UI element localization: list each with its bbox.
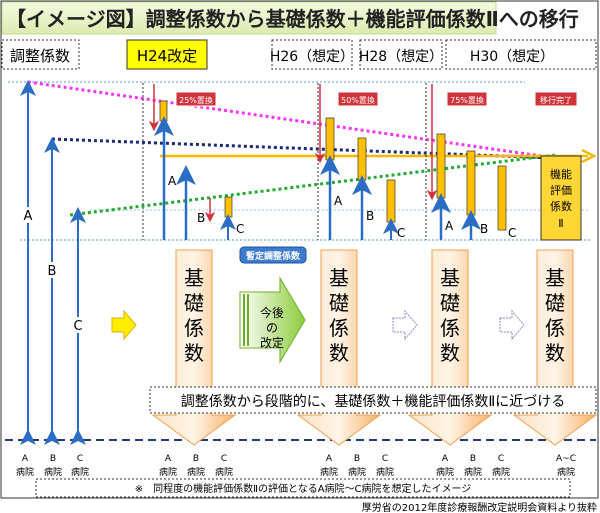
badge-complete: 移行完了: [540, 95, 572, 105]
svg-text:C: C: [397, 226, 405, 240]
svg-text:病院: 病院: [464, 466, 482, 478]
replacement-badges: 25%置換 50%置換 75%置換 移行完了: [175, 91, 578, 107]
svg-text:機能: 機能: [550, 167, 572, 181]
header-h30: H30（想定）: [470, 49, 554, 65]
badge-25: 25%置換: [179, 95, 213, 105]
header-h28: H28（想定）: [359, 49, 443, 65]
a-trend-line: [27, 80, 556, 160]
svg-text:C: C: [508, 226, 516, 240]
future-revision-label: 今後: [260, 305, 284, 320]
svg-text:C: C: [382, 454, 388, 464]
svg-text:基: 基: [545, 266, 565, 290]
svg-text:C: C: [221, 454, 227, 464]
svg-text:係数: 係数: [550, 200, 572, 213]
svg-text:B: B: [366, 209, 374, 223]
svg-text:基: 基: [440, 266, 460, 290]
svg-text:病院: 病院: [159, 466, 177, 478]
hospital-labels: A病院 B病院 C病院 A病院 B病院 C病院 A病院 B病院 C病院 A病院 …: [16, 454, 576, 478]
svg-text:病院: 病院: [348, 466, 366, 478]
svg-text:病院: 病院: [376, 466, 394, 478]
svg-text:B: B: [470, 454, 476, 464]
svg-text:C: C: [73, 319, 82, 334]
svg-text:改定: 改定: [260, 335, 284, 350]
svg-text:A: A: [445, 219, 454, 233]
svg-text:B: B: [354, 454, 360, 464]
svg-text:病院: 病院: [320, 466, 338, 478]
svg-text:B: B: [197, 211, 205, 225]
dotted-arrow-icon: [392, 309, 418, 341]
svg-text:病院: 病院: [187, 466, 205, 478]
svg-text:A~C: A~C: [556, 454, 576, 464]
svg-text:数: 数: [440, 341, 460, 365]
page-title: 【イメージ図】調整係数から基礎係数＋機能評価係数Ⅱへの移行: [6, 7, 579, 31]
svg-text:基: 基: [329, 266, 349, 290]
svg-text:係: 係: [329, 316, 349, 340]
svg-text:A: A: [165, 454, 172, 464]
header-adjust-coef: 調整係数: [10, 47, 70, 65]
dotted-arrow-icon: [499, 309, 525, 341]
svg-text:A: A: [24, 209, 33, 224]
svg-text:病院: 病院: [436, 466, 454, 478]
basic-coef-arrows: [151, 249, 598, 446]
svg-text:B: B: [50, 454, 56, 464]
progress-arrow-icon: [111, 309, 137, 341]
svg-text:病院: 病院: [215, 466, 233, 478]
svg-text:A: A: [22, 454, 29, 464]
svg-text:A: A: [326, 454, 333, 464]
svg-text:B: B: [48, 264, 57, 279]
future-revision-arrow: [239, 276, 306, 364]
adjust-coef-arrows: A B C: [20, 80, 86, 445]
title-bar: [1, 1, 497, 35]
message-text: 調整係数から段階的に、基礎係数＋機能評価係数Ⅱに近づける: [181, 393, 565, 410]
svg-text:係: 係: [545, 316, 565, 340]
svg-text:病院: 病院: [492, 466, 510, 478]
svg-text:B: B: [480, 222, 488, 236]
h24-column: A B C: [142, 83, 244, 240]
svg-text:病院: 病院: [16, 466, 34, 478]
svg-text:の: の: [266, 321, 278, 335]
svg-text:C: C: [236, 222, 244, 236]
header-h24: H24改定: [137, 47, 197, 65]
svg-text:評価: 評価: [550, 183, 572, 197]
source-text: 厚労省の2012年度診療報酬改定説明会資料より抜粋: [362, 501, 597, 513]
svg-text:A: A: [334, 194, 343, 208]
header-row: 調整係数 H24改定 H26（想定） H28（想定） H30（想定）: [1, 39, 597, 70]
provisional-coef-badge: [239, 246, 307, 264]
svg-text:A: A: [442, 454, 449, 464]
svg-text:礎: 礎: [545, 291, 565, 315]
svg-text:病院: 病院: [71, 466, 89, 478]
badge-75: 75%置換: [450, 95, 484, 105]
target-arrow-icon: [581, 148, 597, 164]
svg-text:数: 数: [545, 341, 565, 365]
header-h26: H26（想定）: [270, 49, 354, 65]
h26-column: A B C: [314, 83, 405, 240]
svg-text:数: 数: [184, 341, 204, 365]
note-box: [35, 478, 571, 498]
basic-coef-labels: 基礎係数 基礎係数 基礎係数 基礎係数: [184, 266, 565, 365]
svg-text:基: 基: [184, 266, 204, 290]
h28-column: A B C: [425, 83, 516, 240]
svg-text:C: C: [498, 454, 504, 464]
message-box: [149, 386, 597, 414]
svg-text:病院: 病院: [557, 466, 575, 478]
svg-text:A: A: [168, 174, 177, 188]
badge-50: 50%置換: [341, 95, 375, 105]
note-text: ※ 同程度の機能評価係数Ⅱの評価となるA病院～C病院を想定したイメージ: [135, 482, 472, 495]
function-coef-box: [540, 155, 582, 241]
svg-text:病院: 病院: [44, 466, 62, 478]
svg-text:係: 係: [440, 316, 460, 340]
svg-text:暫定調整係数: 暫定調整係数: [246, 250, 301, 262]
svg-text:係: 係: [184, 316, 204, 340]
svg-text:礎: 礎: [440, 291, 460, 315]
svg-text:C: C: [77, 454, 83, 464]
svg-text:Ⅱ: Ⅱ: [558, 217, 563, 230]
svg-text:礎: 礎: [184, 291, 204, 315]
svg-text:礎: 礎: [329, 291, 349, 315]
svg-text:数: 数: [329, 341, 349, 365]
svg-text:B: B: [193, 454, 199, 464]
